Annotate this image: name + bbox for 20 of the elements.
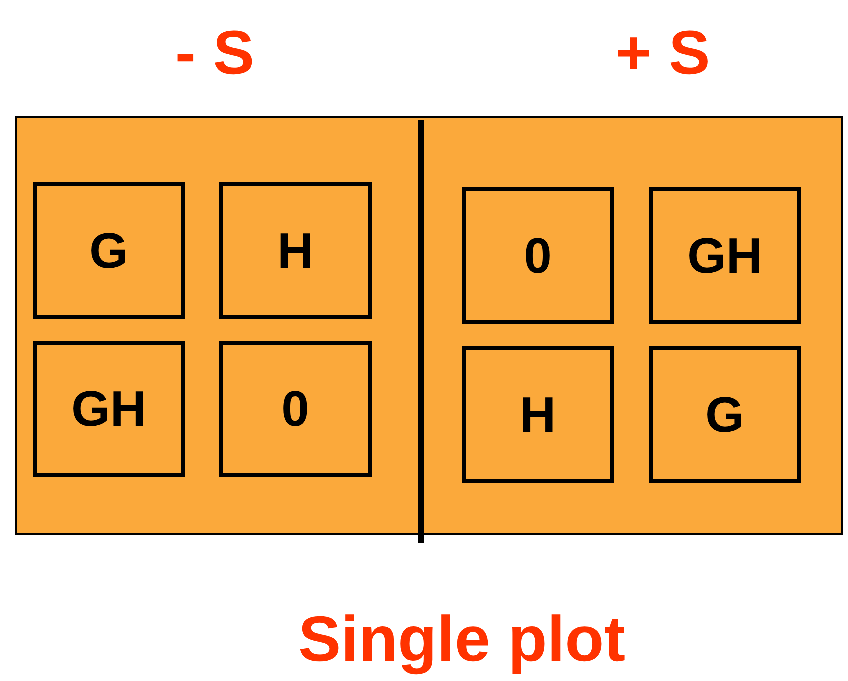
factor-label: G: [706, 386, 744, 444]
factor-label: 0: [282, 380, 310, 438]
factor-box: [33, 341, 185, 477]
factor-box: [219, 341, 372, 477]
caption: Single plot: [298, 602, 626, 676]
factor-box: [33, 182, 185, 319]
factor-box: [649, 187, 801, 324]
factor-box: [219, 182, 372, 319]
factor-label: 0: [524, 226, 552, 284]
factor-label: G: [90, 222, 128, 280]
treatment-label: + S: [616, 18, 710, 89]
factor-box: [462, 346, 614, 483]
factor-label: H: [520, 386, 556, 444]
factor-box: [462, 187, 614, 324]
factor-label: GH: [72, 380, 146, 438]
plot-panel: [15, 116, 843, 535]
factor-label: GH: [688, 226, 762, 284]
factor-label: H: [277, 222, 314, 280]
treatment-label: - S: [175, 18, 255, 89]
factor-box: [649, 346, 801, 483]
